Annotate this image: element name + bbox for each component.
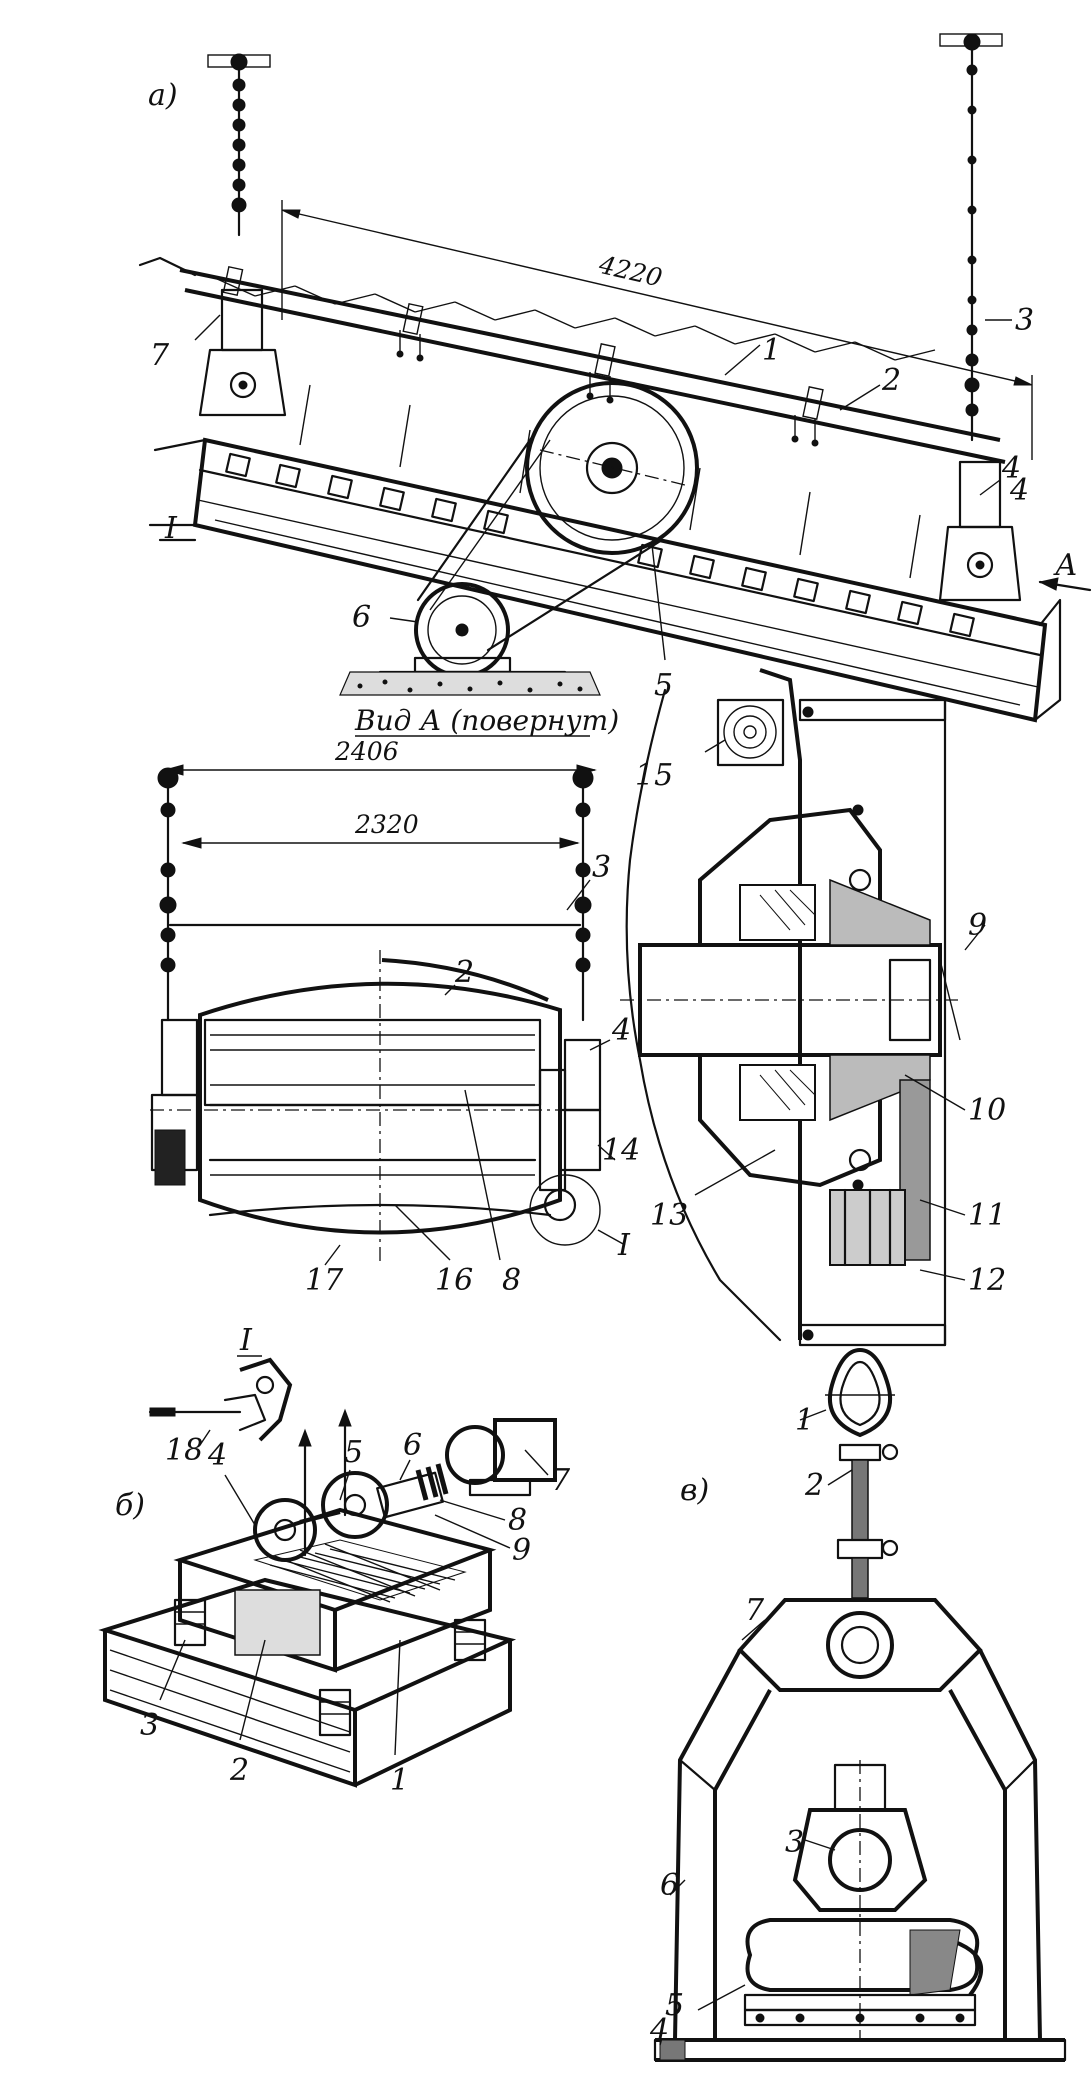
right-hanger bbox=[939, 33, 1003, 442]
fan-box bbox=[716, 698, 785, 767]
label-3: 3 bbox=[140, 1708, 159, 1743]
label-3: 3 bbox=[592, 850, 611, 885]
view-a-labels: 2 3 4 8 14 16 17 I bbox=[305, 850, 640, 1298]
detail-mark-i: I bbox=[239, 1323, 253, 1358]
label-7: 7 bbox=[150, 338, 170, 373]
label-5: 5 bbox=[344, 1435, 363, 1470]
base-plate bbox=[98, 1577, 517, 1788]
label-4: 4 bbox=[207, 1438, 227, 1473]
view-a-leaders bbox=[324, 879, 626, 1266]
label-9: 9 bbox=[512, 1533, 531, 1568]
dimension-2406: 2406 bbox=[334, 737, 399, 766]
vibrator-pulley bbox=[525, 381, 699, 555]
panel-a-leaders bbox=[194, 314, 1012, 661]
label-5: 5 bbox=[665, 1988, 684, 2023]
panel-b-labels: 1 2 3 4 5 6 7 8 9 bbox=[140, 1428, 571, 1798]
eye-bolt bbox=[825, 1347, 899, 1599]
label-4: 4 bbox=[649, 2013, 669, 2048]
upper-truss-frame bbox=[138, 256, 1006, 464]
label-2: 2 bbox=[804, 1468, 824, 1503]
panel-b: б) bbox=[98, 1408, 571, 1798]
drive-belt bbox=[416, 428, 664, 652]
drive-motor bbox=[339, 582, 601, 696]
panel-v-letter: в) bbox=[680, 1473, 709, 1508]
label-3: 3 bbox=[785, 1825, 804, 1860]
label-17: 17 bbox=[305, 1263, 344, 1298]
panel-v-labels: 1 2 3 4 5 6 7 bbox=[649, 1403, 824, 2048]
label-6: 6 bbox=[660, 1868, 679, 1903]
label-15: 15 bbox=[635, 758, 673, 793]
dimension-2320: 2320 bbox=[354, 810, 419, 839]
label-16: 16 bbox=[435, 1263, 473, 1298]
section-labels: 9 10 11 12 13 15 bbox=[635, 758, 1006, 1298]
springs bbox=[173, 1598, 487, 1737]
label-18: 18 bbox=[165, 1433, 203, 1468]
dimension-4220: 4220 bbox=[281, 200, 1033, 460]
left-suspension-housing bbox=[198, 288, 287, 417]
label-3: 3 bbox=[1015, 303, 1034, 338]
label-7: 7 bbox=[745, 1593, 765, 1628]
detail-i: I 18 bbox=[148, 1323, 293, 1468]
label-4: 4 bbox=[611, 1013, 631, 1048]
label-1: 1 bbox=[762, 333, 781, 368]
vibrator-section: 9 10 11 12 13 15 bbox=[620, 668, 1006, 1347]
label-i: I bbox=[617, 1228, 631, 1263]
section-shaft bbox=[620, 943, 961, 1057]
label-5: 5 bbox=[654, 668, 673, 703]
clevis bbox=[792, 1760, 928, 2040]
label-6: 6 bbox=[403, 1428, 422, 1463]
label-8: 8 bbox=[502, 1263, 521, 1298]
label-4b: 4 bbox=[1009, 473, 1029, 508]
label-14: 14 bbox=[602, 1133, 640, 1168]
panel-a: а) bbox=[138, 33, 1092, 723]
upper-bearing bbox=[698, 807, 931, 947]
air-spring bbox=[743, 1918, 983, 2027]
label-9: 9 bbox=[968, 908, 987, 943]
screen-box bbox=[148, 384, 1062, 723]
view-a-hangers bbox=[157, 767, 594, 1022]
label-2: 2 bbox=[229, 1753, 249, 1788]
counterweight bbox=[829, 1079, 931, 1267]
label-2: 2 bbox=[881, 363, 901, 398]
view-a-title: Вид А (повернут) bbox=[354, 704, 619, 737]
panel-a-labels: 1 2 3 4 4 5 6 7 I А bbox=[150, 303, 1078, 703]
label-7: 7 bbox=[551, 1463, 571, 1498]
view-a: Вид А (повернут) 2406 2320 bbox=[150, 704, 640, 1298]
section-mark-i: I bbox=[164, 511, 178, 546]
panel-b-letter: б) bbox=[115, 1488, 145, 1523]
label-12: 12 bbox=[968, 1263, 1006, 1298]
lower-bearing bbox=[698, 1053, 931, 1188]
arrow-label-a: А bbox=[1053, 548, 1078, 583]
label-6: 6 bbox=[352, 600, 371, 635]
view-a-screen-body bbox=[150, 950, 602, 1265]
label-8: 8 bbox=[508, 1503, 527, 1538]
right-suspension-housing bbox=[938, 460, 1022, 602]
label-2: 2 bbox=[454, 955, 474, 990]
vibrator-drive-iso bbox=[253, 1408, 557, 1562]
label-1: 1 bbox=[390, 1763, 409, 1798]
label-1: 1 bbox=[795, 1403, 814, 1438]
label-13: 13 bbox=[650, 1198, 688, 1233]
screen-box-iso bbox=[173, 1507, 497, 1673]
panel-v: в) bbox=[649, 1347, 1067, 2062]
label-11: 11 bbox=[968, 1198, 1006, 1233]
left-hanger bbox=[207, 53, 271, 237]
label-4: 4 bbox=[1001, 451, 1021, 486]
label-10: 10 bbox=[968, 1093, 1006, 1128]
panel-a-letter: а) bbox=[148, 78, 178, 113]
